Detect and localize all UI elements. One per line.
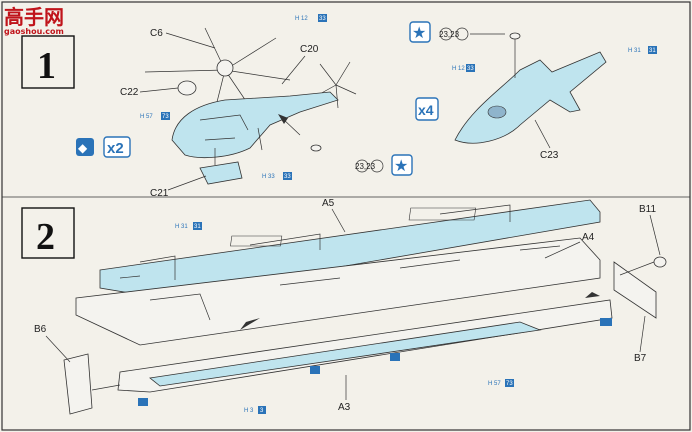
- paint-code-h3-number: 3: [260, 408, 264, 414]
- label-c23: C23: [540, 150, 559, 161]
- watermark-url: gaoshou.com: [4, 27, 64, 36]
- paint-code-h12-jet-number: 33: [467, 66, 474, 72]
- star-decal-icon: ★: [394, 156, 408, 175]
- part-b11: [653, 256, 667, 268]
- helicopter-part-c22: [177, 80, 197, 96]
- paint-code-h31-jet: H 31: [628, 48, 641, 54]
- helicopter-quantity: x2: [107, 140, 124, 157]
- label-c21: C21: [150, 188, 169, 199]
- label-a5: A5: [322, 198, 335, 209]
- step-2: 2 A5 A4 B11 B6 B7: [21, 198, 667, 415]
- flight-deck-a5: [99, 199, 601, 299]
- helicopter-main-rotor: [144, 27, 291, 111]
- jet-c23: [454, 51, 607, 144]
- paint-code-h12-top-number: 33: [319, 16, 326, 22]
- paint-code-h57-number: 73: [162, 114, 169, 120]
- part-b7: [613, 261, 657, 319]
- hull-a4: [75, 237, 601, 346]
- label-b7: B7: [634, 353, 647, 364]
- step-2-number-box: [21, 207, 75, 259]
- paint-code-h12-jet: H 12: [452, 66, 465, 72]
- step-1-number: 1: [37, 45, 56, 87]
- label-b11: B11: [639, 204, 656, 215]
- jet-quantity: x4: [418, 102, 434, 118]
- paint-code-h33-number: 33: [284, 174, 291, 180]
- label-c6: C6: [150, 28, 163, 39]
- heli-decal-numbers: 23,23: [355, 162, 376, 171]
- label-a3: A3: [338, 402, 351, 413]
- label-a4: A4: [582, 232, 595, 243]
- part-b6: [63, 353, 93, 415]
- paint-code-h31-jet-number: 31: [649, 48, 656, 54]
- paint-code-h57-hull-number: 73: [506, 381, 513, 387]
- paint-code-h33: H 33: [262, 174, 275, 180]
- label-b6: B6: [34, 324, 47, 335]
- paint-code-h3: H 3: [244, 408, 254, 414]
- paint-code-h57: H 57: [140, 114, 153, 120]
- watermark: 高手网 gaoshou.com: [4, 5, 64, 36]
- label-c22: C22: [120, 87, 139, 98]
- jet-star-decal-icon: ★: [412, 23, 426, 42]
- paint-code-h31-number: 31: [194, 224, 201, 230]
- jet-decal-numbers: 23,23: [439, 30, 460, 39]
- label-c20: C20: [300, 44, 319, 55]
- step-1: 1 C6: [21, 14, 657, 199]
- step-1-number-box: [21, 35, 75, 89]
- step-2-number: 2: [36, 216, 55, 258]
- paint-code-h31: H 31: [175, 224, 188, 230]
- paint-code-h57-hull: H 57: [488, 381, 501, 387]
- watermark-brand: 高手网: [4, 5, 64, 29]
- paint-code-h12-top: H 12: [295, 16, 308, 22]
- helicopter-landing-gear-c21: [199, 161, 243, 185]
- helicopter-body: [171, 91, 339, 159]
- helicopter-quantity-icon: ◆: [78, 141, 88, 155]
